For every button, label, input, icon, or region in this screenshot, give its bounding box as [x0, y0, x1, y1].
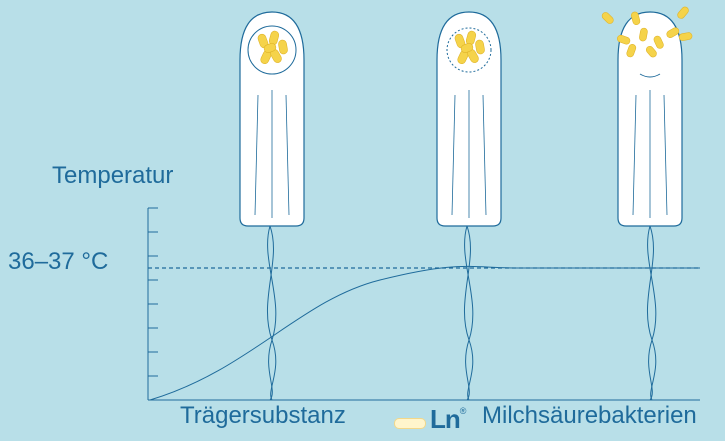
registered-mark: ®	[459, 406, 467, 416]
temperature-axis-label: Temperatur	[52, 162, 174, 189]
capsule-dissolving	[446, 27, 492, 73]
tampon-stage-2	[436, 11, 502, 401]
legend-carrier-substance: Trägersubstanz	[180, 402, 346, 429]
ln-brand-logo: Ln®	[430, 404, 467, 435]
brand-logo-text: Ln	[430, 404, 461, 434]
bacteria-cluster	[257, 30, 288, 65]
bacteria-released	[601, 6, 693, 58]
temperature-curve	[149, 265, 700, 401]
temperature-axis	[147, 207, 700, 401]
tampon-stage-3	[601, 6, 693, 401]
temperature-range-label: 36–37 °C	[8, 248, 109, 275]
bacteria-cluster	[454, 30, 485, 65]
legend-lactic-acid-bacteria: Milchsäurebakterien	[482, 402, 697, 429]
tampon-stage-1	[239, 11, 305, 401]
bacteria-capsule-icon	[394, 418, 426, 429]
